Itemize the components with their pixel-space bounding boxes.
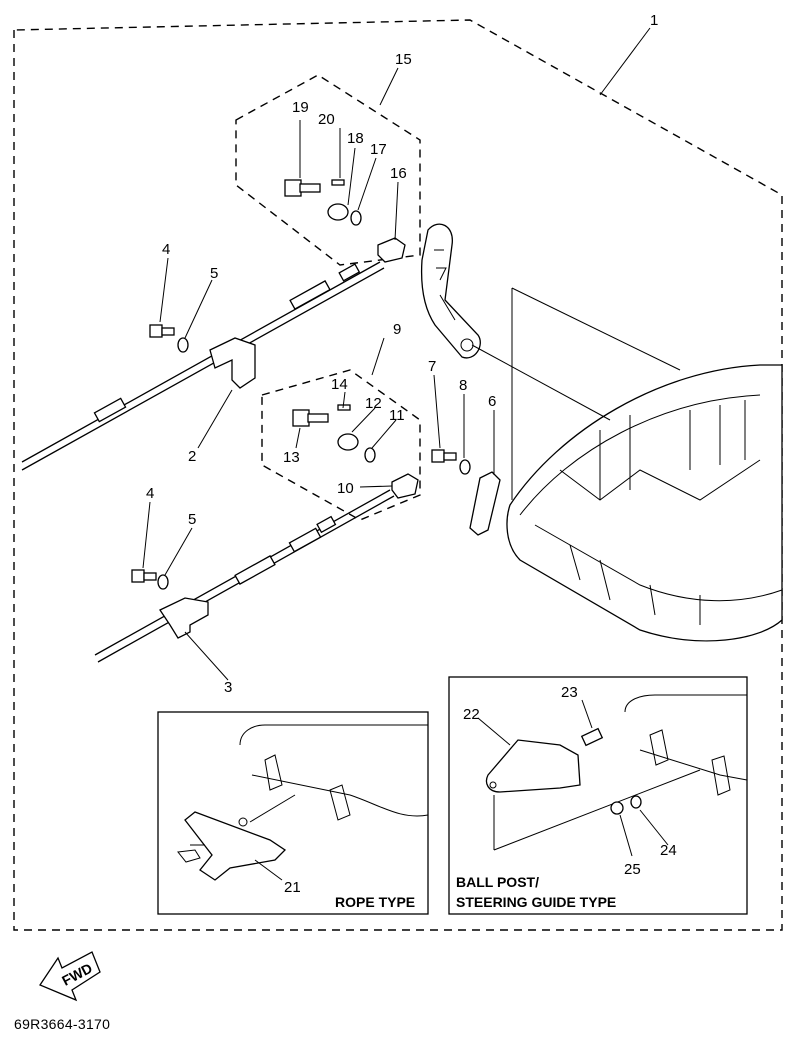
- callout-18: 18: [347, 130, 364, 147]
- callout-25: 25: [624, 861, 641, 878]
- fwd-arrow-icon: FWD: [39, 951, 101, 1002]
- callout-2: 2: [188, 448, 196, 465]
- ball-post-caption-line2: STEERING GUIDE TYPE: [456, 894, 616, 910]
- callout-4-lower: 4: [146, 485, 154, 502]
- callout-19: 19: [292, 99, 309, 116]
- callout-10: 10: [337, 480, 354, 497]
- bolt-4-lower: [131, 569, 157, 583]
- group-9-outline: [261, 369, 421, 521]
- bracket-2: [209, 337, 256, 389]
- group-15-outline: [235, 74, 421, 266]
- ball-post-caption-line1: BALL POST/: [456, 874, 539, 890]
- group-9-parts: [292, 404, 419, 499]
- callout-20: 20: [318, 111, 335, 128]
- bolt-7: [431, 449, 457, 463]
- rope-type-caption: ROPE TYPE: [335, 894, 415, 910]
- group-15-parts: [284, 179, 406, 263]
- callout-21: 21: [284, 879, 301, 896]
- callout-8: 8: [459, 377, 467, 394]
- diagram-code: 69R3664-3170: [14, 1016, 111, 1032]
- bottom-cowling: [506, 287, 783, 642]
- rope-type-inset: [157, 711, 429, 915]
- washer-5-lower: [157, 574, 169, 590]
- callout-24: 24: [660, 842, 677, 859]
- callout-13: 13: [283, 449, 300, 466]
- link-6: [469, 471, 501, 536]
- callout-12: 12: [365, 395, 382, 412]
- bolt-4-upper: [149, 324, 175, 338]
- callout-7: 7: [428, 358, 436, 375]
- cable-lower: [94, 489, 395, 663]
- callout-14: 14: [331, 376, 348, 393]
- cable-upper: [21, 261, 385, 471]
- callout-1: 1: [650, 12, 658, 29]
- callout-23: 23: [561, 684, 578, 701]
- callout-16: 16: [390, 165, 407, 182]
- callout-5-upper: 5: [210, 265, 218, 282]
- tiller-lever: [420, 223, 611, 421]
- bracket-3: [159, 597, 209, 639]
- callout-5-lower: 5: [188, 511, 196, 528]
- callout-6: 6: [488, 393, 496, 410]
- washer-8: [459, 459, 471, 475]
- callout-9: 9: [393, 321, 401, 338]
- callout-15: 15: [395, 51, 412, 68]
- leader-lines: [142, 27, 651, 681]
- callout-22: 22: [463, 706, 480, 723]
- washer-5-upper: [177, 337, 189, 353]
- callout-4-upper: 4: [162, 241, 170, 258]
- callout-17: 17: [370, 141, 387, 158]
- ball-post-inset: [448, 676, 748, 915]
- callout-11: 11: [389, 407, 405, 424]
- callout-3: 3: [224, 679, 232, 696]
